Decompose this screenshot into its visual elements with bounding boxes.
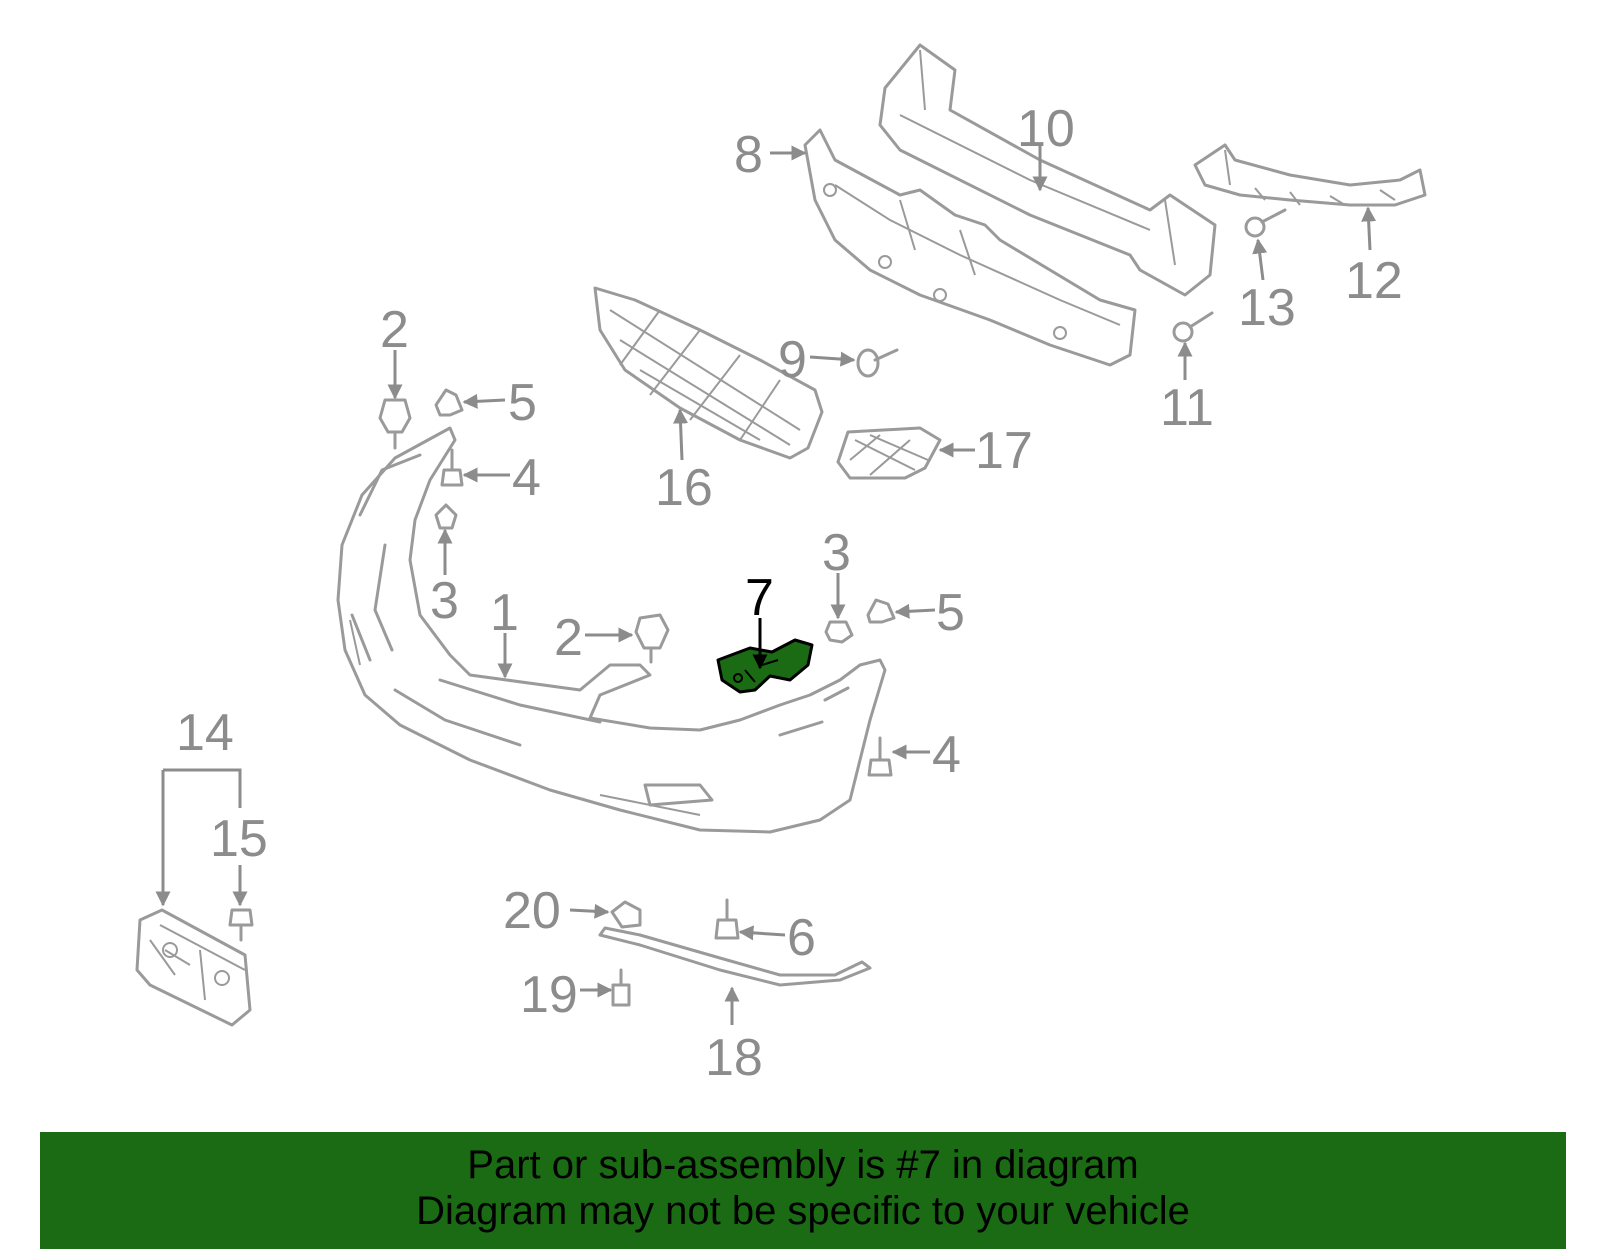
callout-8: 8: [734, 126, 763, 184]
side-bracket-part: [1193, 143, 1427, 207]
callout-16: 16: [655, 459, 713, 517]
callout-6: 6: [787, 909, 816, 967]
callout-3b: 3: [822, 524, 851, 582]
callout-17: 17: [975, 422, 1033, 480]
clip-part-2b: [634, 613, 670, 664]
callout-4a: 4: [512, 449, 541, 507]
leader-lines: [155, 145, 1377, 1025]
screw-part-6: [714, 898, 740, 940]
callout-13: 13: [1238, 279, 1296, 337]
clip-part-5b: [866, 598, 896, 624]
callout-1: 1: [490, 584, 519, 642]
callout-15: 15: [210, 810, 268, 868]
banner-line-1: Part or sub-assembly is #7 in diagram: [467, 1143, 1139, 1187]
lower-strip-part: [598, 926, 872, 987]
callout-2b: 2: [554, 609, 583, 667]
reinforcement-beam-part: [878, 43, 1217, 297]
callout-7: 7: [745, 569, 774, 627]
callout-11: 11: [1160, 379, 1214, 437]
callout-2a: 2: [380, 301, 409, 359]
callout-5b: 5: [936, 584, 965, 642]
callout-19: 19: [520, 966, 578, 1024]
nut-part-3b: [824, 620, 854, 644]
highlighted-bracket-part: [716, 638, 814, 694]
callout-10: 10: [1017, 100, 1075, 158]
clip-part-5a: [434, 388, 464, 417]
info-banner: Part or sub-assembly is #7 in diagram Di…: [40, 1132, 1566, 1249]
bolt-part-13: [1244, 208, 1287, 238]
grille-part: [593, 286, 824, 460]
nut-part-3a: [434, 503, 458, 530]
bolt-part-11: [1172, 311, 1214, 343]
screw-part-19: [611, 968, 631, 1007]
clip-part-20: [610, 900, 642, 929]
callout-5a: 5: [508, 374, 537, 432]
callout-12: 12: [1345, 252, 1403, 310]
callout-9: 9: [778, 331, 807, 389]
callout-14: 14: [176, 704, 234, 762]
callout-20: 20: [503, 882, 561, 940]
callout-18: 18: [705, 1029, 763, 1087]
energy-absorber-part: [803, 128, 1137, 367]
bumper-cover-part: [336, 426, 887, 834]
screw-part-4a: [440, 448, 464, 487]
license-bracket-part: [135, 908, 252, 1027]
screw-part-4b: [867, 736, 893, 777]
pin-part: [856, 348, 899, 378]
side-grille-part: [836, 426, 942, 480]
clip-part-2a: [378, 398, 412, 450]
callout-4b: 4: [932, 726, 961, 784]
callout-3a: 3: [430, 572, 459, 630]
banner-line-2: Diagram may not be specific to your vehi…: [416, 1189, 1190, 1233]
screw-part-15: [228, 908, 254, 942]
